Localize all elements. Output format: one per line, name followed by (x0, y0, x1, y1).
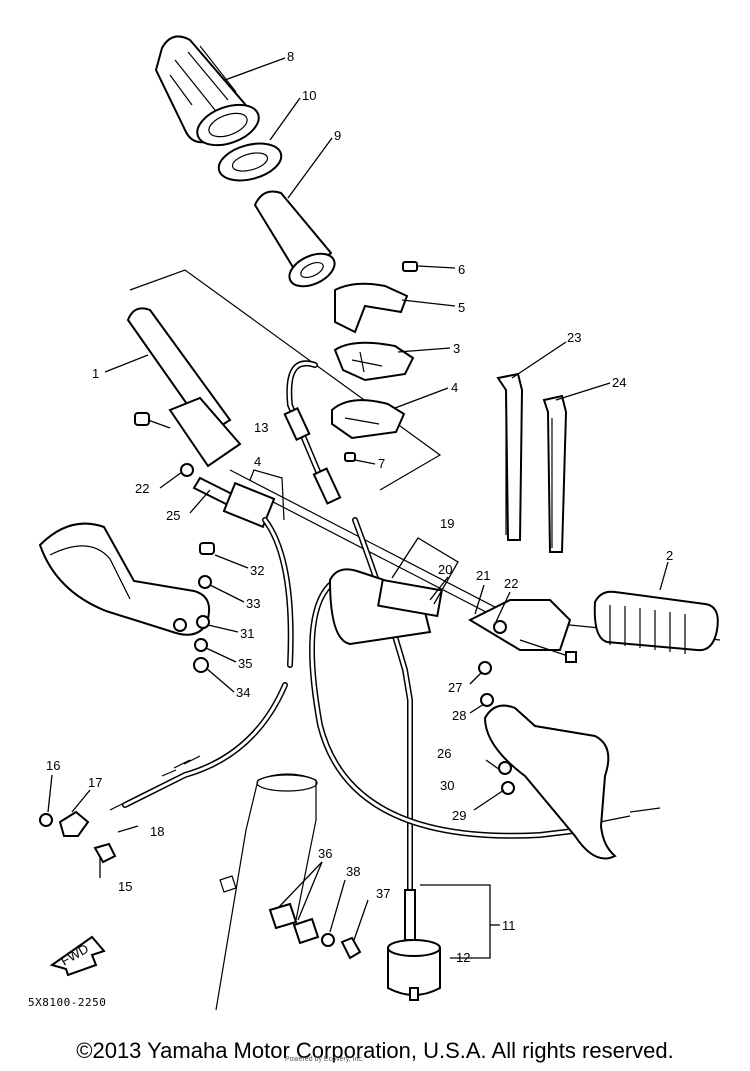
lever-guard-right (478, 661, 617, 860)
callout-25: 25 (166, 508, 180, 523)
clutch-lever-assembly (134, 412, 285, 529)
callout-8: 8 (287, 49, 294, 64)
callout-2: 2 (666, 548, 673, 563)
callout-37: 37 (376, 886, 390, 901)
callout-30: 30 (440, 778, 454, 793)
fwd-arrow: FWD (49, 935, 106, 977)
handlebar-right-grip-2 (328, 568, 719, 663)
callout-10: 10 (302, 88, 316, 103)
callout-23: 23 (567, 330, 581, 345)
callout-4-b: 4 (254, 454, 261, 469)
copyright-notice: ©2013 Yamaha Motor Corporation, U.S.A. A… (76, 1038, 674, 1063)
callout-22-b: 22 (504, 576, 518, 591)
handlebar-exploded-diagram: FWD (38, 35, 721, 1011)
callout-18: 18 (150, 824, 164, 839)
throttle-tube-9 (253, 190, 336, 288)
throttle-housing (331, 261, 418, 462)
callout-1: 1 (92, 366, 99, 381)
callout-17: 17 (88, 775, 102, 790)
callout-32: 32 (250, 563, 264, 578)
callout-22: 22 (135, 481, 149, 496)
cable-bracket-parts (39, 810, 139, 864)
fork-tube (215, 773, 318, 1011)
callout-29: 29 (452, 808, 466, 823)
callout-5: 5 (458, 300, 465, 315)
callout-36: 36 (318, 846, 332, 861)
clutch-cable (109, 517, 294, 811)
leader-lines (47, 57, 669, 959)
callout-33: 33 (246, 596, 260, 611)
collar-10 (217, 142, 283, 182)
callout-11: 11 (502, 918, 516, 933)
bracket-parts-36-38-37 (268, 902, 362, 960)
callout-27: 27 (448, 680, 462, 695)
cable-end-12 (387, 889, 441, 1001)
lever-guard-left (38, 522, 215, 673)
callout-9: 9 (334, 128, 341, 143)
callout-4: 4 (451, 380, 458, 395)
throttle-cable-upper (283, 360, 342, 505)
callout-7: 7 (378, 456, 385, 471)
callout-28: 28 (452, 708, 466, 723)
callout-34: 34 (236, 685, 250, 700)
callout-31: 31 (240, 626, 254, 641)
callout-21: 21 (476, 568, 490, 583)
callout-35: 35 (238, 656, 252, 671)
grip-left-8 (154, 35, 260, 147)
callout-19: 19 (440, 516, 454, 531)
watermark: Powered by Ecovery, Inc. (285, 1056, 364, 1063)
cable-bands (496, 372, 568, 553)
callout-26: 26 (437, 746, 451, 761)
callout-20: 20 (438, 562, 452, 577)
callout-13: 13 (254, 420, 268, 435)
callout-12: 12 (456, 950, 470, 965)
callout-16: 16 (46, 758, 60, 773)
callout-labels: 8 10 9 6 5 3 4 7 1 13 4 22 25 32 33 31 3… (46, 49, 673, 965)
callout-15: 15 (118, 879, 132, 894)
callout-3: 3 (453, 341, 460, 356)
diagram-code: 5X8100-2250 (28, 996, 107, 1009)
callout-6: 6 (458, 262, 465, 277)
callout-38: 38 (346, 864, 360, 879)
callout-24: 24 (612, 375, 626, 390)
